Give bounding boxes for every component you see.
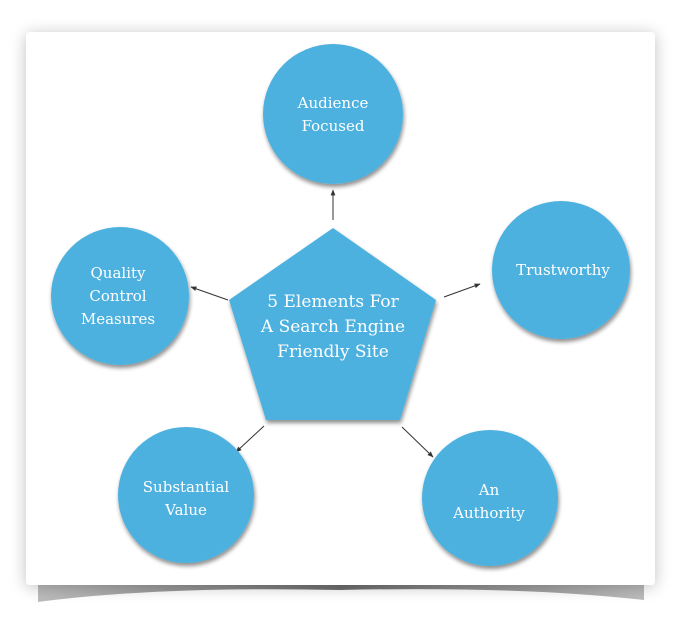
node-circle	[422, 430, 558, 566]
edges-group	[190, 189, 481, 458]
arrow-to-substantial	[235, 425, 265, 453]
node-label-line: Quality	[91, 264, 147, 282]
node-label-line: Measures	[81, 310, 155, 328]
center-label-line-2: A Search Engine	[260, 317, 405, 337]
arrow-to-trustworthy	[443, 283, 481, 298]
center-pentagon	[229, 228, 436, 420]
center-label-line-3: Friendly Site	[277, 342, 389, 362]
center-label-line-1: 5 Elements For	[267, 292, 399, 312]
node-label-line: Substantial	[143, 478, 230, 496]
node-quality-control-measures[interactable]: Quality Control Measures	[51, 227, 189, 365]
node-audience-focused[interactable]: Audience Focused	[263, 44, 403, 184]
node-label-line: Audience	[297, 94, 369, 112]
node-label-line: An	[478, 481, 500, 499]
arrow-to-authority	[401, 426, 434, 458]
node-label-line: Control	[89, 287, 146, 305]
node-label-line: Focused	[302, 117, 365, 135]
node-substantial-value[interactable]: Substantial Value	[118, 427, 254, 563]
node-label-line: Authority	[452, 504, 525, 522]
node-circle	[263, 44, 403, 184]
arrow-to-quality	[190, 286, 229, 301]
node-label-line: Trustworthy	[516, 261, 610, 279]
node-circle	[51, 227, 189, 365]
center-node[interactable]: 5 Elements For A Search Engine Friendly …	[229, 228, 436, 420]
node-label-line: Value	[164, 501, 207, 519]
node-circle	[118, 427, 254, 563]
node-an-authority[interactable]: An Authority	[422, 430, 558, 566]
node-trustworthy[interactable]: Trustworthy	[492, 201, 630, 339]
node-circle	[492, 201, 630, 339]
